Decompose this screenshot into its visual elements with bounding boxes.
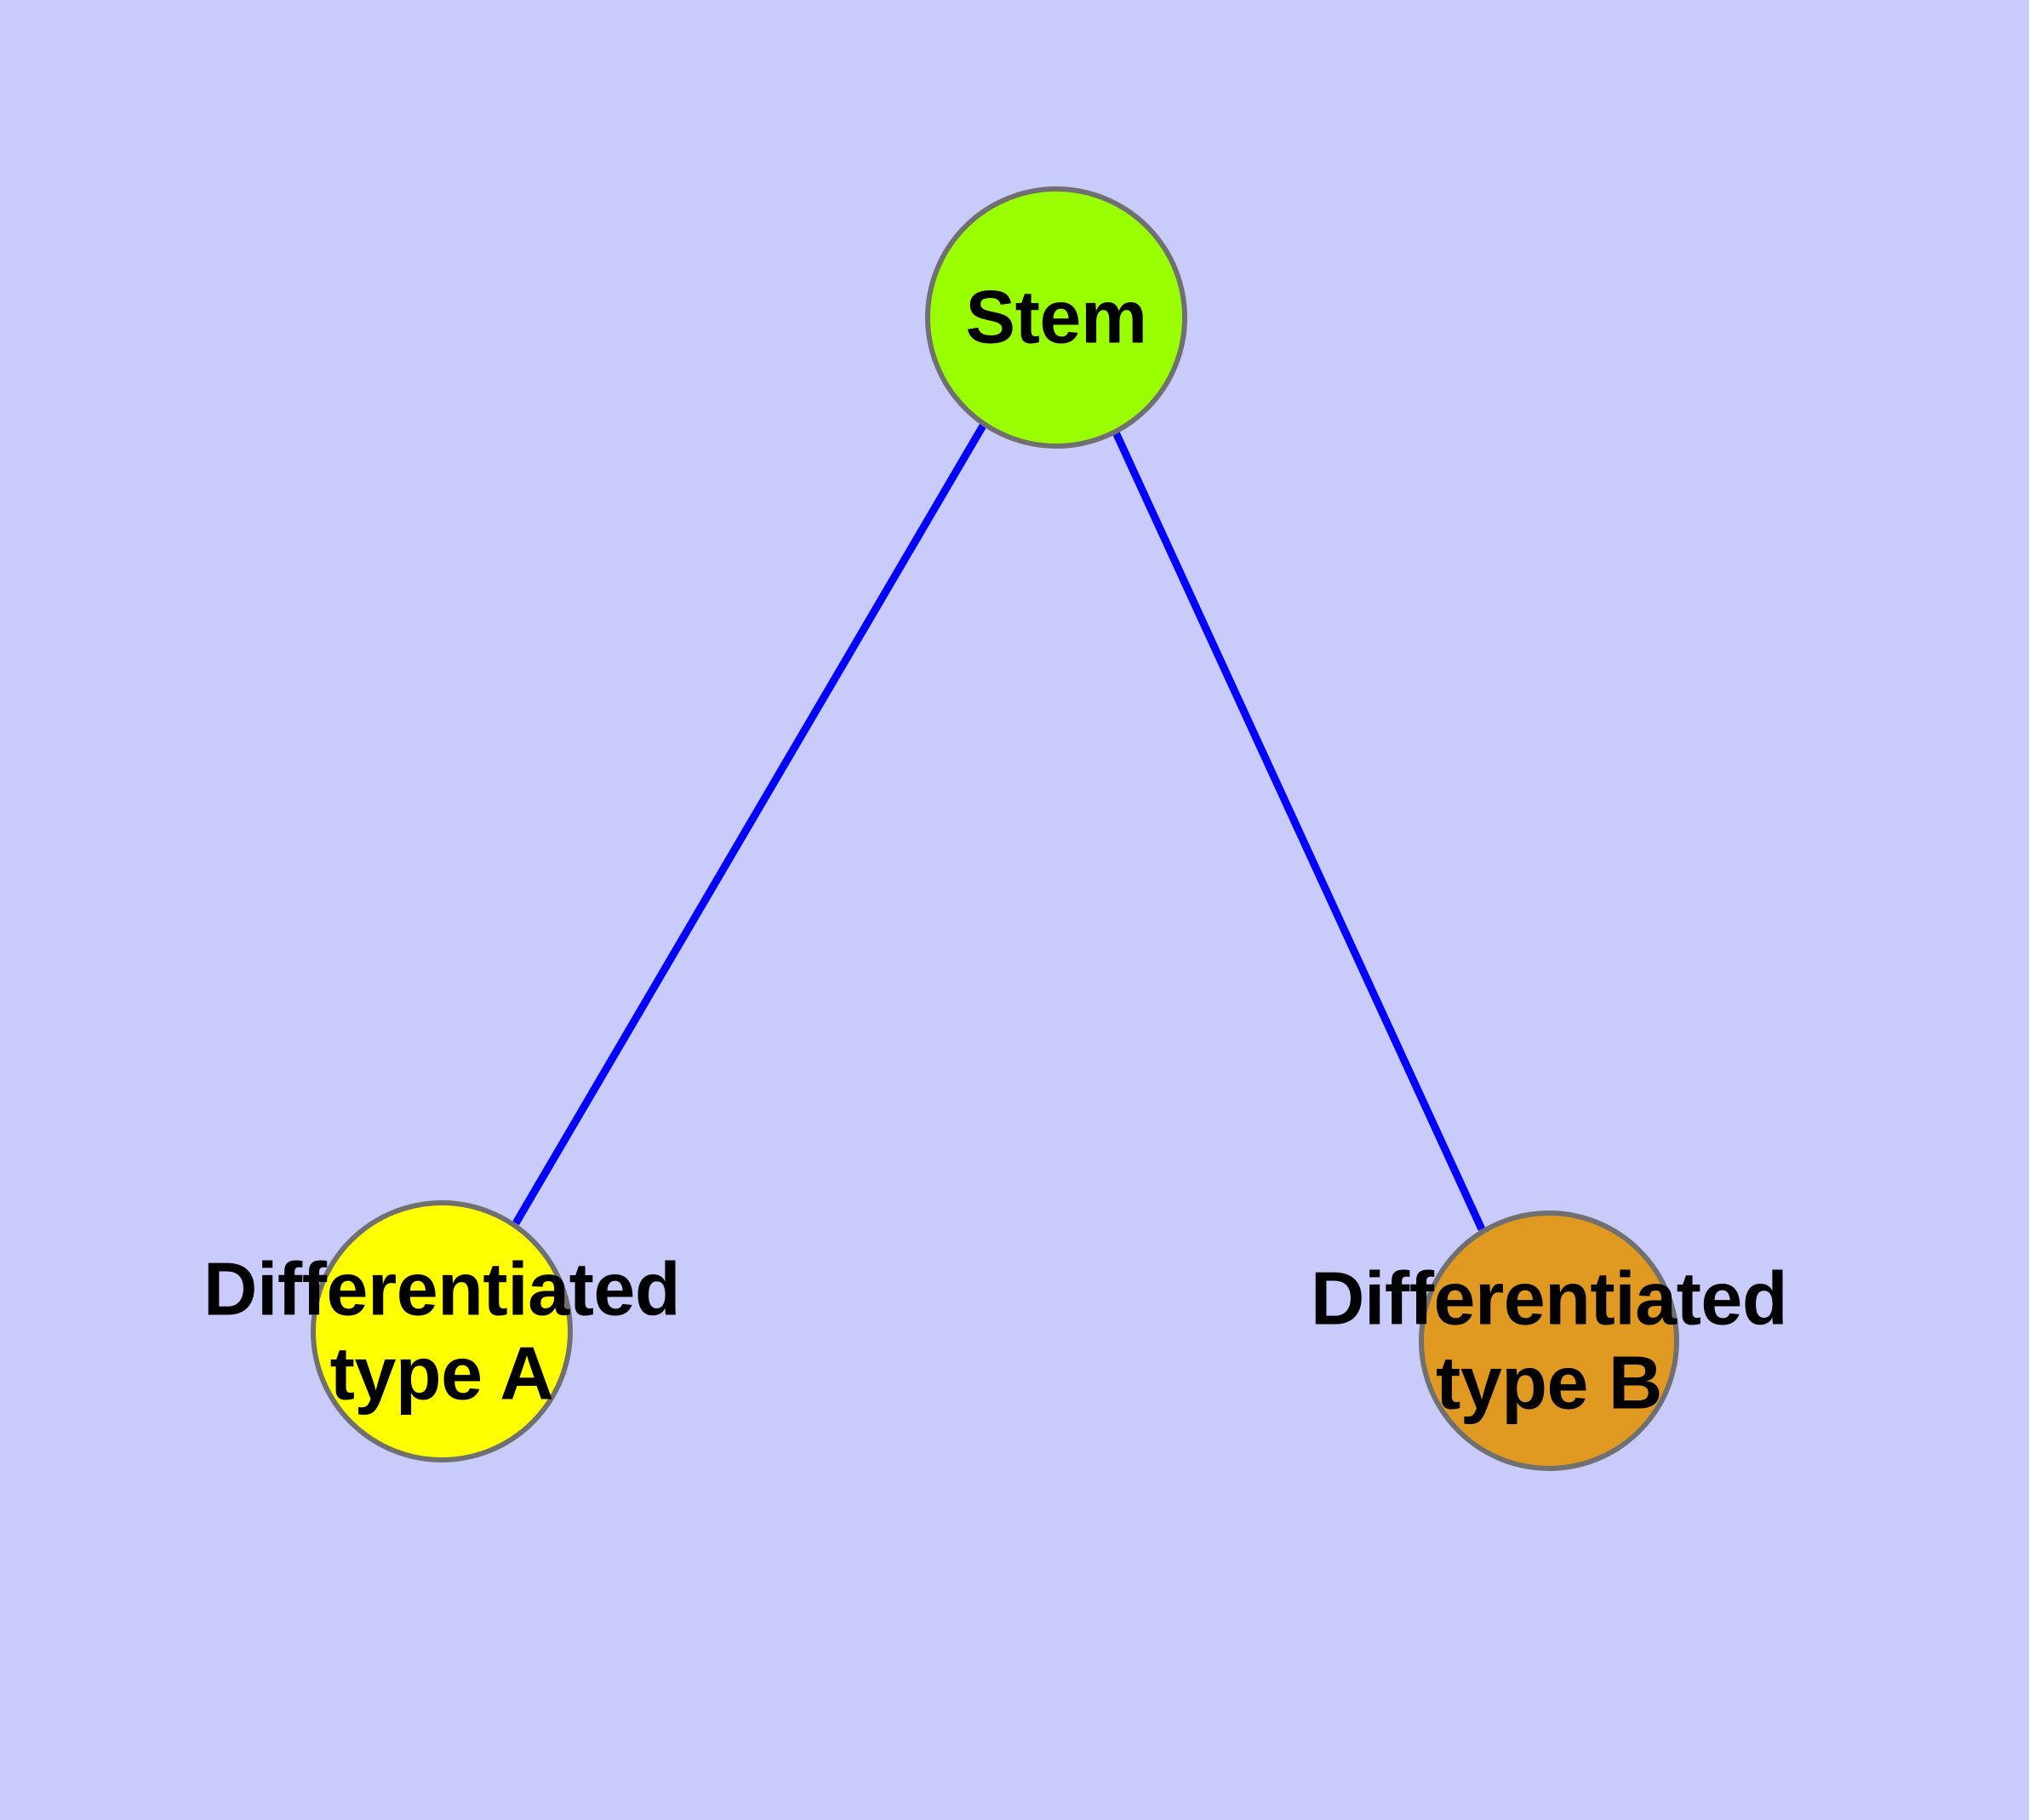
edge-stem-to-differentiated-type-a[interactable] — [512, 423, 986, 1226]
node-stem[interactable]: Stem — [925, 186, 1187, 449]
node-differentiated-type-b[interactable] — [1419, 1210, 1679, 1471]
node-differentiated-type-a[interactable] — [311, 1200, 573, 1462]
edge-stem-to-differentiated-type-b[interactable] — [1112, 431, 1486, 1231]
node-stem-label: Stem — [965, 274, 1147, 359]
